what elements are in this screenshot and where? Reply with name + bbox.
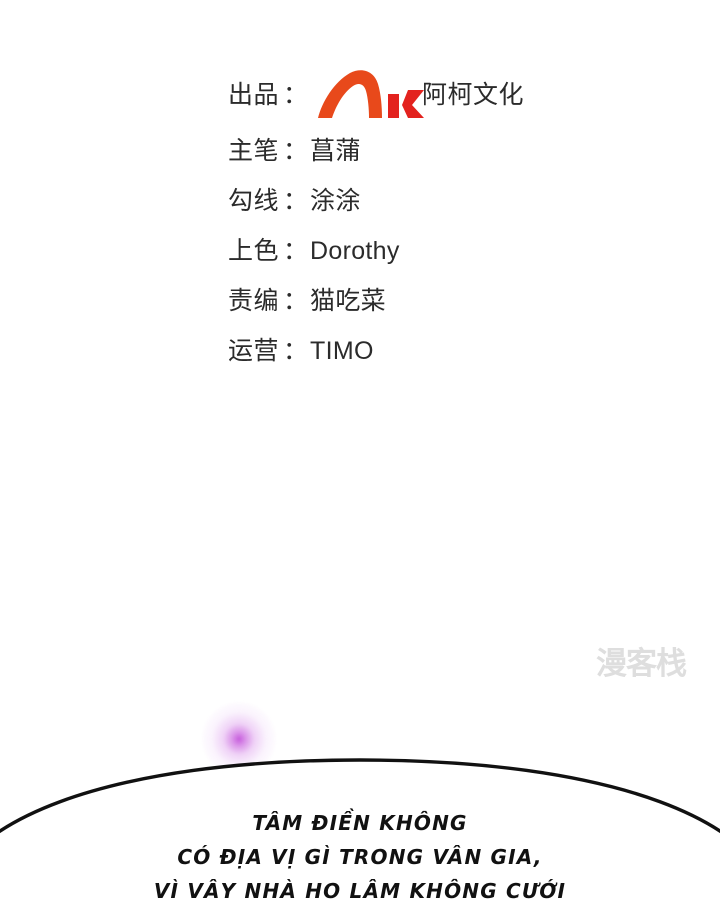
credit-value-line-art: 涂涂 [310, 186, 361, 215]
credit-label-colorist: 上色 [228, 236, 280, 265]
credit-label-line-art: 勾线 [228, 186, 280, 215]
credit-value-colorist: Dorothy [310, 236, 400, 265]
credit-row-editor: 责编 ： 猫吃菜 [228, 276, 648, 326]
credit-value-operations: TIMO [310, 336, 374, 365]
bubble-line-2: CÓ ĐỊA VỊ GÌ TRONG VÂN GIA, [177, 845, 543, 869]
credit-row-publisher: 出品 ： 阿柯文化 [228, 64, 648, 126]
site-watermark: 漫客栈 [596, 642, 708, 688]
credit-row-operations: 运营 ： TIMO [228, 326, 648, 376]
credit-colon: ： [283, 286, 309, 315]
credit-colon: ： [283, 336, 309, 365]
purple-sparkle-glow [202, 702, 276, 776]
credit-value-main-artist: 菖蒲 [310, 136, 361, 165]
credit-colon: ： [283, 236, 309, 265]
credit-colon: ： [283, 186, 309, 215]
logo-wordmark: 阿柯文化 [422, 80, 525, 109]
credit-row-colorist: 上色 ： Dorothy [228, 226, 648, 276]
credit-label-editor: 责编 [228, 286, 280, 315]
publisher-logo: 阿柯文化 [316, 68, 524, 122]
speech-bubble-outline [0, 756, 720, 900]
credit-row-line-art: 勾线 ： 涂涂 [228, 176, 648, 226]
credit-label-publisher: 出品 [228, 80, 280, 109]
credit-colon: ： [283, 80, 309, 109]
watermark-text: 漫客栈 [596, 646, 687, 682]
speech-bubble-text: TÂM ĐIỀN KHÔNG CÓ ĐỊA VỊ GÌ TRONG VÂN GI… [0, 806, 720, 900]
credits-block: 出品 ： 阿柯文化 主笔 ： 菖蒲 [228, 64, 648, 376]
credit-value-editor: 猫吃菜 [310, 286, 386, 315]
credit-label-operations: 运营 [228, 336, 280, 365]
credit-row-main-artist: 主笔 ： 菖蒲 [228, 126, 648, 176]
credit-label-main-artist: 主笔 [228, 136, 280, 165]
ak-logo-icon [316, 68, 425, 122]
bubble-line-1: TÂM ĐIỀN KHÔNG [252, 811, 468, 835]
bubble-line-3: VÌ VẬY NHÀ HỌ LÂM KHÔNG CƯỚI [153, 879, 567, 900]
credit-colon: ： [283, 136, 309, 165]
